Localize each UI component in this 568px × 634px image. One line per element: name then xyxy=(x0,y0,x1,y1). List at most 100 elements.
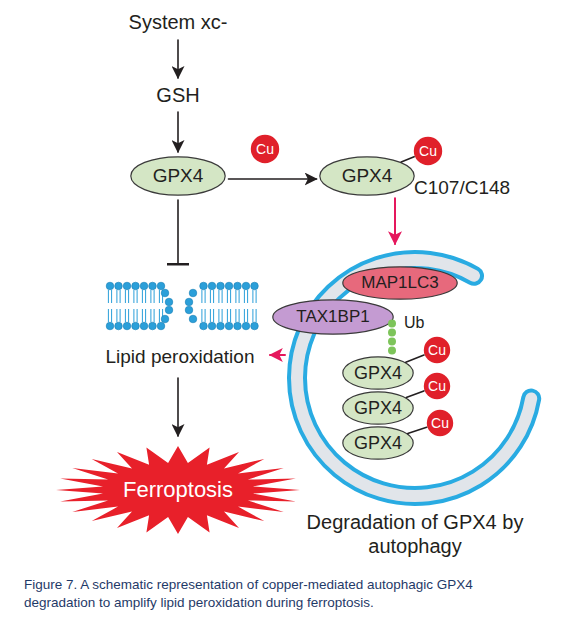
lipid-tail xyxy=(137,290,138,303)
lipid-tail xyxy=(235,290,236,303)
lipid-head xyxy=(217,322,225,330)
lipid-tail xyxy=(227,309,228,322)
lipid-head xyxy=(234,282,242,290)
lipid-tail xyxy=(218,309,219,322)
lipid-tail xyxy=(230,309,231,322)
lipid-tail xyxy=(108,309,109,322)
circle-fill xyxy=(424,373,450,399)
node-text: GPX4 xyxy=(130,156,226,196)
lipid-head xyxy=(140,282,148,290)
lipid-tail xyxy=(133,290,134,303)
outcome-starburst: Ferroptosis xyxy=(56,446,300,534)
lipid-tail xyxy=(125,309,126,322)
lipid-head xyxy=(149,282,157,290)
lipid-tail xyxy=(244,290,245,303)
lipid-tail xyxy=(108,290,109,303)
lipid-head xyxy=(115,282,123,290)
lipid-head xyxy=(140,322,148,330)
metabolite-label: GSH xyxy=(138,82,218,108)
circle-fill xyxy=(251,135,279,163)
membrane-illustration xyxy=(100,276,265,336)
lipid-tail xyxy=(205,290,206,303)
protein-ellipse: GPX4 xyxy=(342,426,414,460)
lipid-tail xyxy=(201,290,202,303)
node-text: Ferroptosis xyxy=(56,446,300,534)
protein-ellipse: GPX4 xyxy=(130,156,226,196)
ellipse-fill xyxy=(320,157,414,195)
node-text: GPX4 xyxy=(342,356,414,390)
node-text: GSH xyxy=(138,82,218,108)
copper-ion: Cu xyxy=(423,372,451,400)
lipid-head xyxy=(185,306,193,314)
lipid-tail xyxy=(145,309,146,322)
membrane-band xyxy=(297,260,531,496)
lipid-tail xyxy=(222,290,223,303)
lipid-tail xyxy=(222,309,223,322)
copper-ion: Cu xyxy=(250,134,280,164)
lipid-tail xyxy=(159,290,160,303)
lipid-head xyxy=(161,289,169,297)
protein-ellipse: MAP1LC3 xyxy=(342,266,458,300)
node-text: GPX4 xyxy=(319,156,415,196)
transporter-label: System xc- xyxy=(108,8,248,36)
lipid-tail xyxy=(137,309,138,322)
lipid-head xyxy=(185,298,193,306)
lipid-head xyxy=(225,282,233,290)
lipid-tail xyxy=(252,309,253,322)
lipid-head xyxy=(165,298,173,306)
residue-label: C107/C148 xyxy=(414,178,510,199)
lipid-tail xyxy=(159,309,160,322)
lipid-tail xyxy=(252,290,253,303)
lipid-tail xyxy=(128,309,129,322)
lipid-tail xyxy=(150,309,151,322)
lipid-tail xyxy=(142,290,143,303)
protein-ellipse: GPX4 xyxy=(319,156,415,196)
circle-fill xyxy=(424,337,450,363)
lipid-head xyxy=(123,322,131,330)
lipid-tail xyxy=(116,290,117,303)
lipid-head xyxy=(225,322,233,330)
lipid-tail xyxy=(154,290,155,303)
lipid-head xyxy=(200,322,208,330)
ellipse-fill xyxy=(343,357,413,389)
lipid-tail xyxy=(213,309,214,322)
lipid-head xyxy=(132,282,140,290)
protein-ellipse: GPX4 xyxy=(342,391,414,425)
node-text: System xc- xyxy=(108,8,248,36)
node-text: GPX4 xyxy=(342,391,414,425)
ellipse-fill xyxy=(343,392,413,424)
binding-line xyxy=(406,391,424,398)
node-text: GPX4 xyxy=(342,426,414,460)
lipid-tail xyxy=(213,290,214,303)
lipid-tail xyxy=(128,290,129,303)
lipid-tail xyxy=(133,309,134,322)
ubiquitin-chain xyxy=(388,324,396,356)
lipid-head xyxy=(200,282,208,290)
lipid-tail xyxy=(116,309,117,322)
lipid-tail xyxy=(120,309,121,322)
ellipse-fill xyxy=(273,300,393,334)
lipid-tail xyxy=(247,290,248,303)
lipid-tail xyxy=(256,309,257,322)
protein-ellipse: GPX4 xyxy=(342,356,414,390)
lipid-tail xyxy=(145,290,146,303)
node-text: Cu xyxy=(426,409,454,437)
lipid-tail xyxy=(210,290,211,303)
lipid-head xyxy=(165,306,173,314)
flow-arrow xyxy=(177,112,179,152)
node-text: Cu xyxy=(413,136,443,166)
ubiquitin-label: Ub xyxy=(404,314,424,332)
node-text: Cu xyxy=(423,336,451,364)
copper-ion: Cu xyxy=(423,336,451,364)
lipid-tail xyxy=(227,290,228,303)
protein-ellipse: TAX1BP1 xyxy=(272,299,394,335)
copper-ion: Cu xyxy=(426,409,454,437)
lipid-tail xyxy=(142,309,143,322)
node-text: Cu xyxy=(250,134,280,164)
lipid-head xyxy=(149,322,157,330)
lipid-tail xyxy=(125,290,126,303)
inhibition-line xyxy=(177,200,179,264)
flow-arrow xyxy=(177,378,179,436)
lipid-head xyxy=(189,289,197,297)
lipid-head xyxy=(242,282,250,290)
